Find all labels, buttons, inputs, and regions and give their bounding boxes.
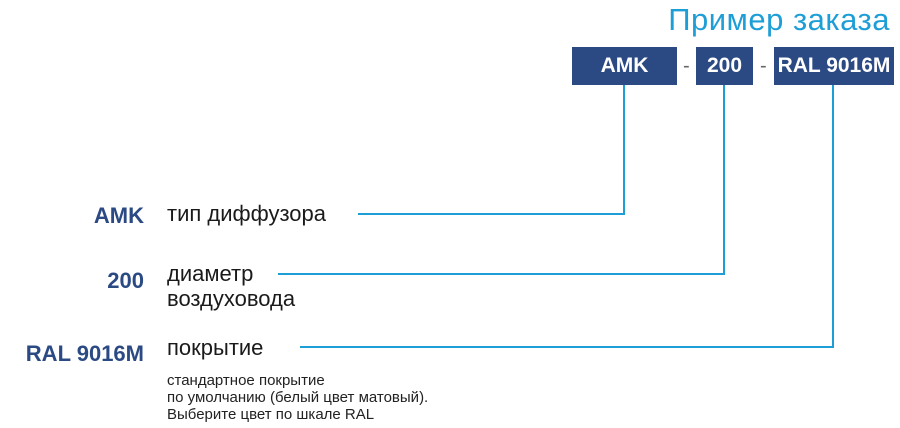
order-separator-1: - [683, 55, 690, 77]
order-code-200: 200 [696, 47, 753, 85]
legend-label-ral: покрытие [167, 335, 264, 360]
connector-ral [300, 85, 834, 348]
order-code-amk: AMK [572, 47, 677, 85]
order-code-ral: RAL 9016M [774, 47, 894, 85]
legend-label-200-line2: воздуховода [167, 286, 296, 311]
legend-code-amk: AMK [93, 203, 144, 228]
connector-amk [358, 85, 625, 215]
connector-200 [278, 85, 725, 275]
legend-note-line3: Выберите цвет по шкале RAL [167, 406, 375, 423]
legend-label-amk: тип диффузора [167, 201, 327, 226]
page-title: Пример заказа [668, 2, 890, 37]
legend-label-200-line1: диаметр [167, 261, 254, 286]
legend-code-200: 200 [107, 268, 144, 293]
legend-note-line2: по умолчанию (белый цвет матовый). [167, 389, 429, 406]
order-separator-2: - [760, 55, 767, 77]
legend-note-line1: стандартное покрытие [167, 372, 325, 389]
legend-code-ral: RAL 9016M [25, 341, 144, 366]
